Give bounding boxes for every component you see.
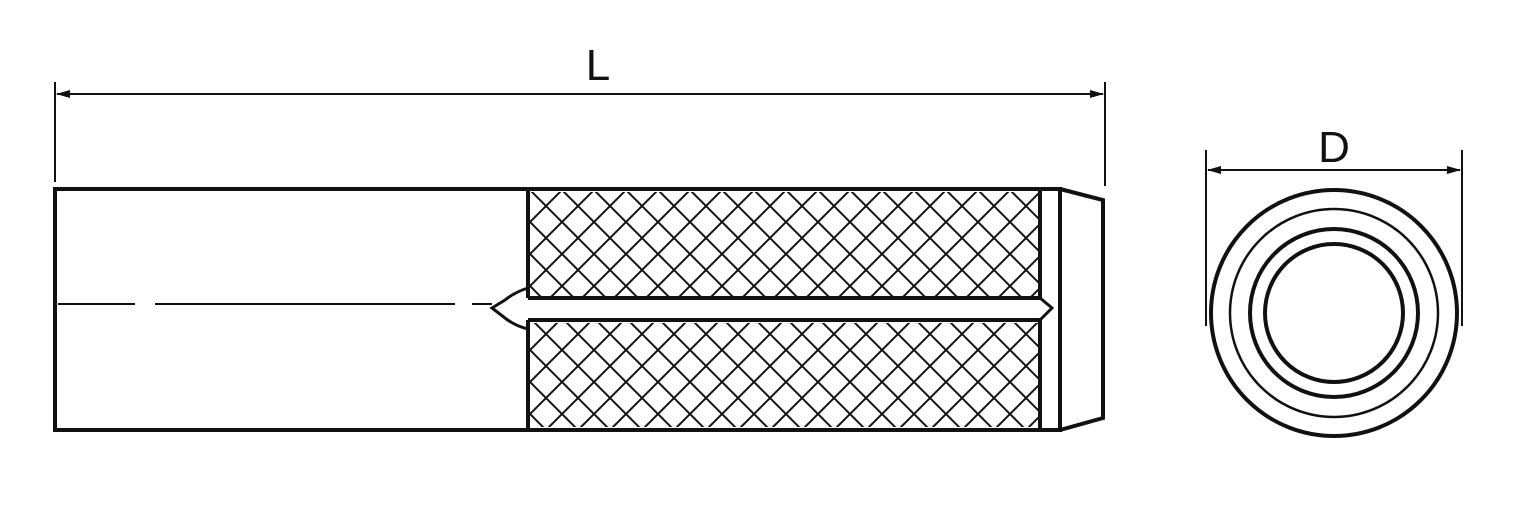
expansion-slot [528, 296, 1040, 322]
length-label: L [586, 41, 610, 90]
diameter-label: D [1318, 123, 1350, 172]
side-view [53, 187, 1105, 432]
slot-tip-right [1038, 296, 1055, 322]
bore-outer-circle [1248, 227, 1420, 399]
end-view [1209, 188, 1459, 438]
length-dimension: L [54, 41, 1106, 186]
outer-circle [1209, 188, 1459, 438]
knurl-lower [530, 323, 1038, 427]
chamfered-end [1059, 187, 1105, 432]
diameter-dimension: D [1205, 123, 1463, 326]
chamfer-circle [1228, 207, 1440, 419]
slot-tip-left [489, 286, 529, 331]
bore-inner-circle [1263, 242, 1405, 384]
knurl-upper [530, 192, 1038, 296]
